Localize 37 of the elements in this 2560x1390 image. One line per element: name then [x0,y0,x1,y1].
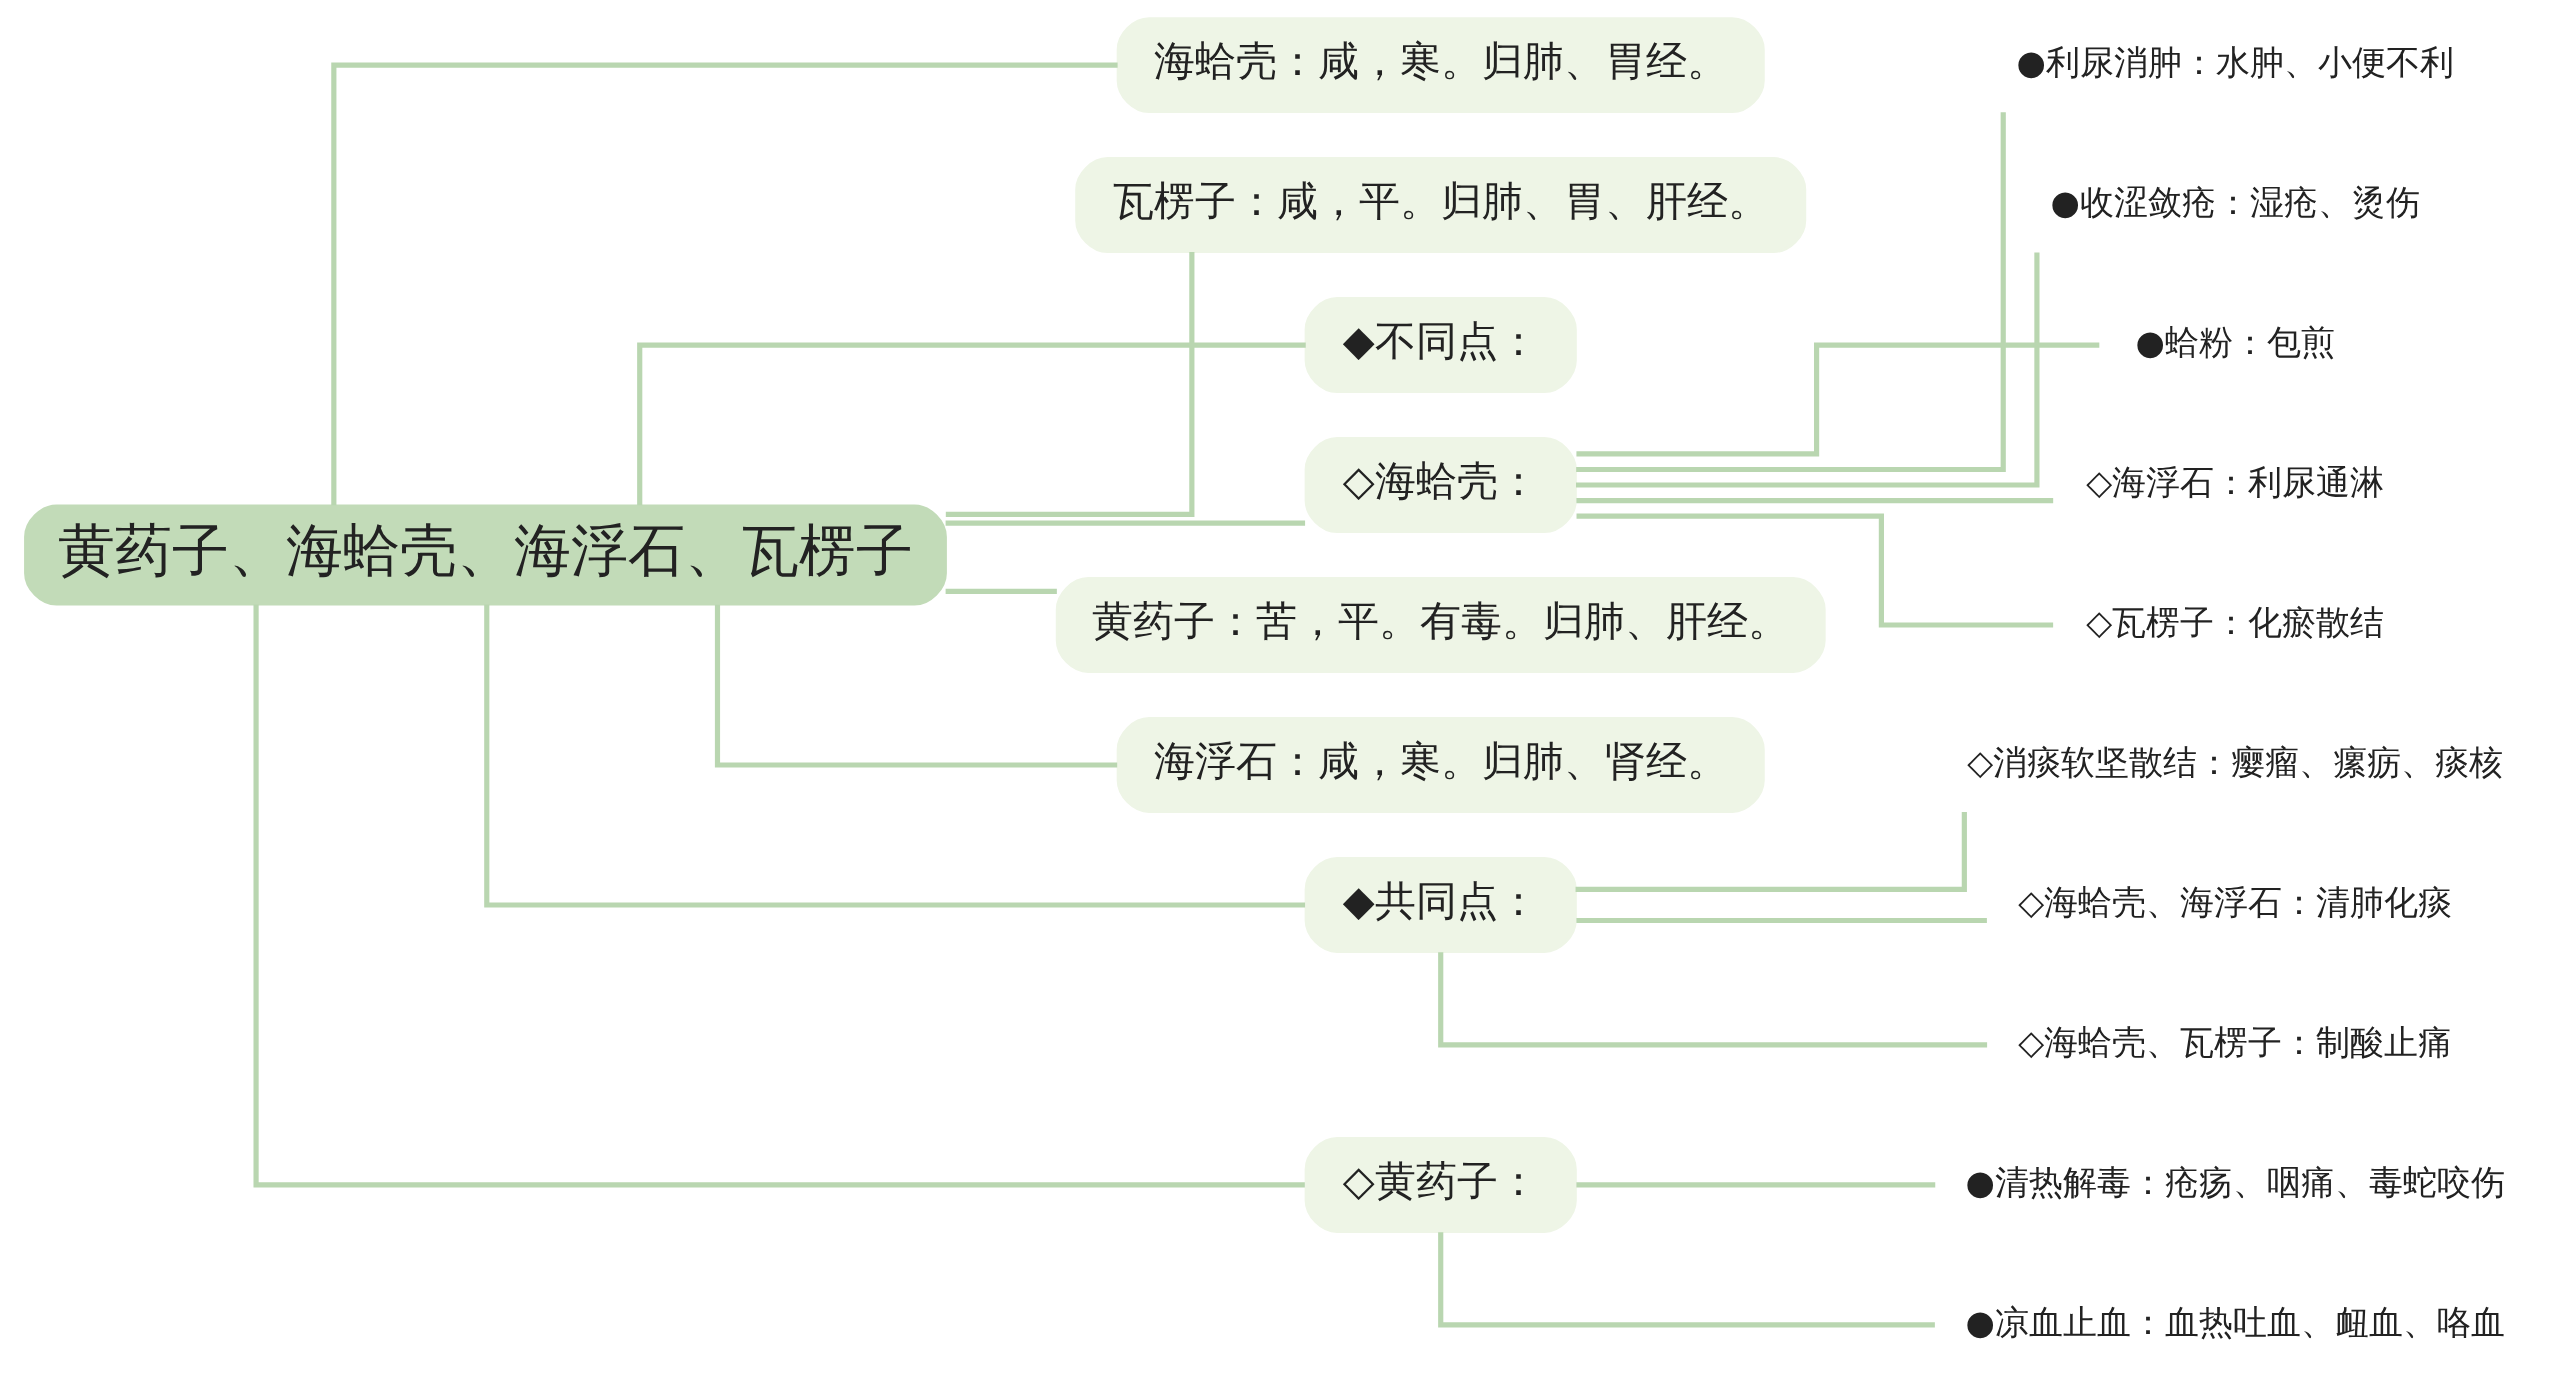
node-box: 海浮石：咸，寒。归肺、肾经。 [1116,717,1765,813]
connector [945,588,1057,594]
node-text: ◇海蛤壳、海浮石：清肺化痰 [2018,882,2453,922]
node-text: ◇瓦楞子：化瘀散结 [2086,602,2385,642]
connector [714,604,1118,768]
connector [1438,952,1988,1048]
connector [1576,513,2054,628]
node-box: 海蛤壳：咸，寒。归肺、胃经。 [1116,17,1765,114]
node-box: ◇海蛤壳： [1304,437,1577,533]
node-text: ●凉血止血：血热吐血、衄血、咯血 [1965,1302,2505,1342]
node-text: ●收涩敛疮：湿疮、烫伤 [2050,182,2420,222]
connector [1576,112,2006,473]
node-text: ◇消痰软坚散结：瘿瘤、瘰疬、痰核 [1967,742,2504,782]
node-text: ◇海浮石：利尿通淋 [2086,462,2385,502]
node-box: 瓦楞子：咸，平。归肺、胃、肝经。 [1075,157,1807,254]
node-text: ●利尿消肿：水肿、小便不利 [2016,42,2454,82]
node-text: ●清热解毒：疮疡、咽痛、毒蛇咬伤 [1965,1162,2505,1202]
connector [1576,342,2100,457]
node-text: ●蛤粉：包煎 [2135,322,2335,362]
connector [637,342,1306,506]
node-box: 黄药子：苦，平。有毒。归肺、肝经。 [1055,577,1826,673]
node-box: 黄药子、海蛤壳、海浮石、瓦楞子 [24,504,947,606]
node-text: ◇海蛤壳、瓦楞子：制酸止痛 [2018,1022,2453,1062]
connector [1576,1182,1936,1188]
connector [1576,498,2054,504]
connector [1575,812,1967,892]
connector [945,520,1306,526]
connector [945,252,1195,517]
connector [253,604,1305,1188]
node-box: ◆共同点： [1304,857,1577,953]
connector [1576,252,2040,488]
node-box: ◇黄药子： [1304,1136,1577,1233]
connector [1438,1232,1935,1328]
node-box: ◆不同点： [1304,297,1577,393]
connector [331,62,1118,506]
connector [1576,917,1987,924]
connector [484,604,1306,908]
